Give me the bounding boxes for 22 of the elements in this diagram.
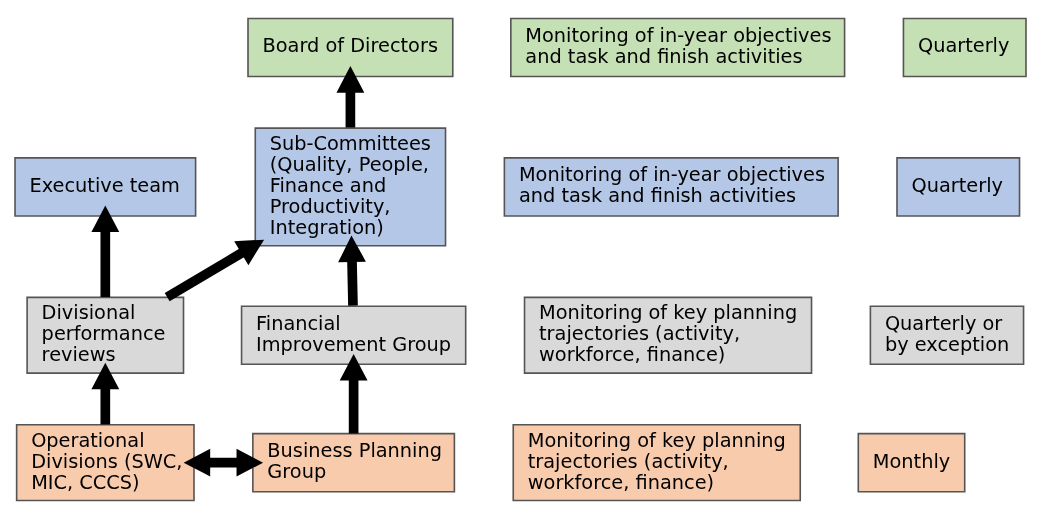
node-box: Monthly <box>857 432 966 492</box>
node-box: Divisional performance reviews <box>26 296 185 374</box>
node-box: Monitoring of key planning trajectories (activity, workforce, finance) <box>523 296 813 374</box>
node-box: Quarterly or by exception <box>869 304 1025 365</box>
node-box: Monitoring of in-year objectives and task and finish activities <box>503 156 839 217</box>
node-box: Quarterly <box>896 156 1021 217</box>
arrow <box>91 205 120 297</box>
node-box: Quarterly <box>902 17 1027 77</box>
node-box: Monitoring of key planning trajectories (activity, workforce, finance) <box>512 423 802 501</box>
arrow <box>183 448 264 477</box>
node-box: Sub-Committees (Quality, People, Finance and Productivity, Integration) <box>254 126 447 247</box>
arrow <box>91 362 120 424</box>
arrow <box>336 65 365 128</box>
arrow <box>164 239 265 301</box>
node-box: Financial Improvement Group <box>240 304 467 365</box>
arrow <box>338 235 366 306</box>
node-box: Board of Directors <box>247 17 454 77</box>
node-box: Operational Divisions (SWC, MIC, CCCS) <box>15 423 195 501</box>
node-box: Monitoring of in-year objectives and task and finish activities <box>510 17 846 77</box>
arrow <box>339 353 368 433</box>
node-box: Business Planning Group <box>252 432 456 492</box>
node-box: Executive team <box>14 156 197 217</box>
